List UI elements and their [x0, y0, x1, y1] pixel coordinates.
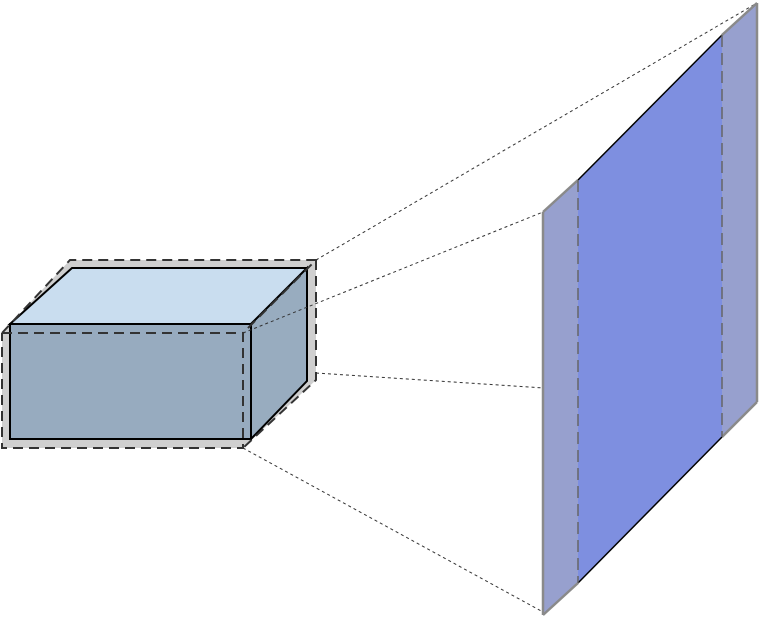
plane-outline: [577, 34, 723, 584]
input-block: [1, 259, 319, 449]
plane-right-strip: [722, 3, 757, 437]
projection-line-top: [315, 2, 758, 261]
projection-line-bottom: [242, 447, 544, 613]
plane-bottom-edge: [577, 436, 723, 584]
left-strip-top: [542, 179, 579, 213]
plane-left-strip: [543, 180, 578, 615]
right-strip-top: [721, 2, 758, 36]
block-front-face: [9, 323, 252, 440]
left-strip-bottom: [542, 582, 579, 616]
plane-top-edge: [577, 34, 723, 181]
padding-outline-top: [1, 259, 319, 334]
padding-outline-side: [242, 260, 317, 449]
output-plane: [541, 2, 759, 616]
plane-strip-borders: [541, 2, 759, 616]
right-strip-bottom: [721, 401, 758, 438]
plane-strip-dividers: [577, 35, 723, 583]
plane-main-face: [578, 35, 722, 583]
